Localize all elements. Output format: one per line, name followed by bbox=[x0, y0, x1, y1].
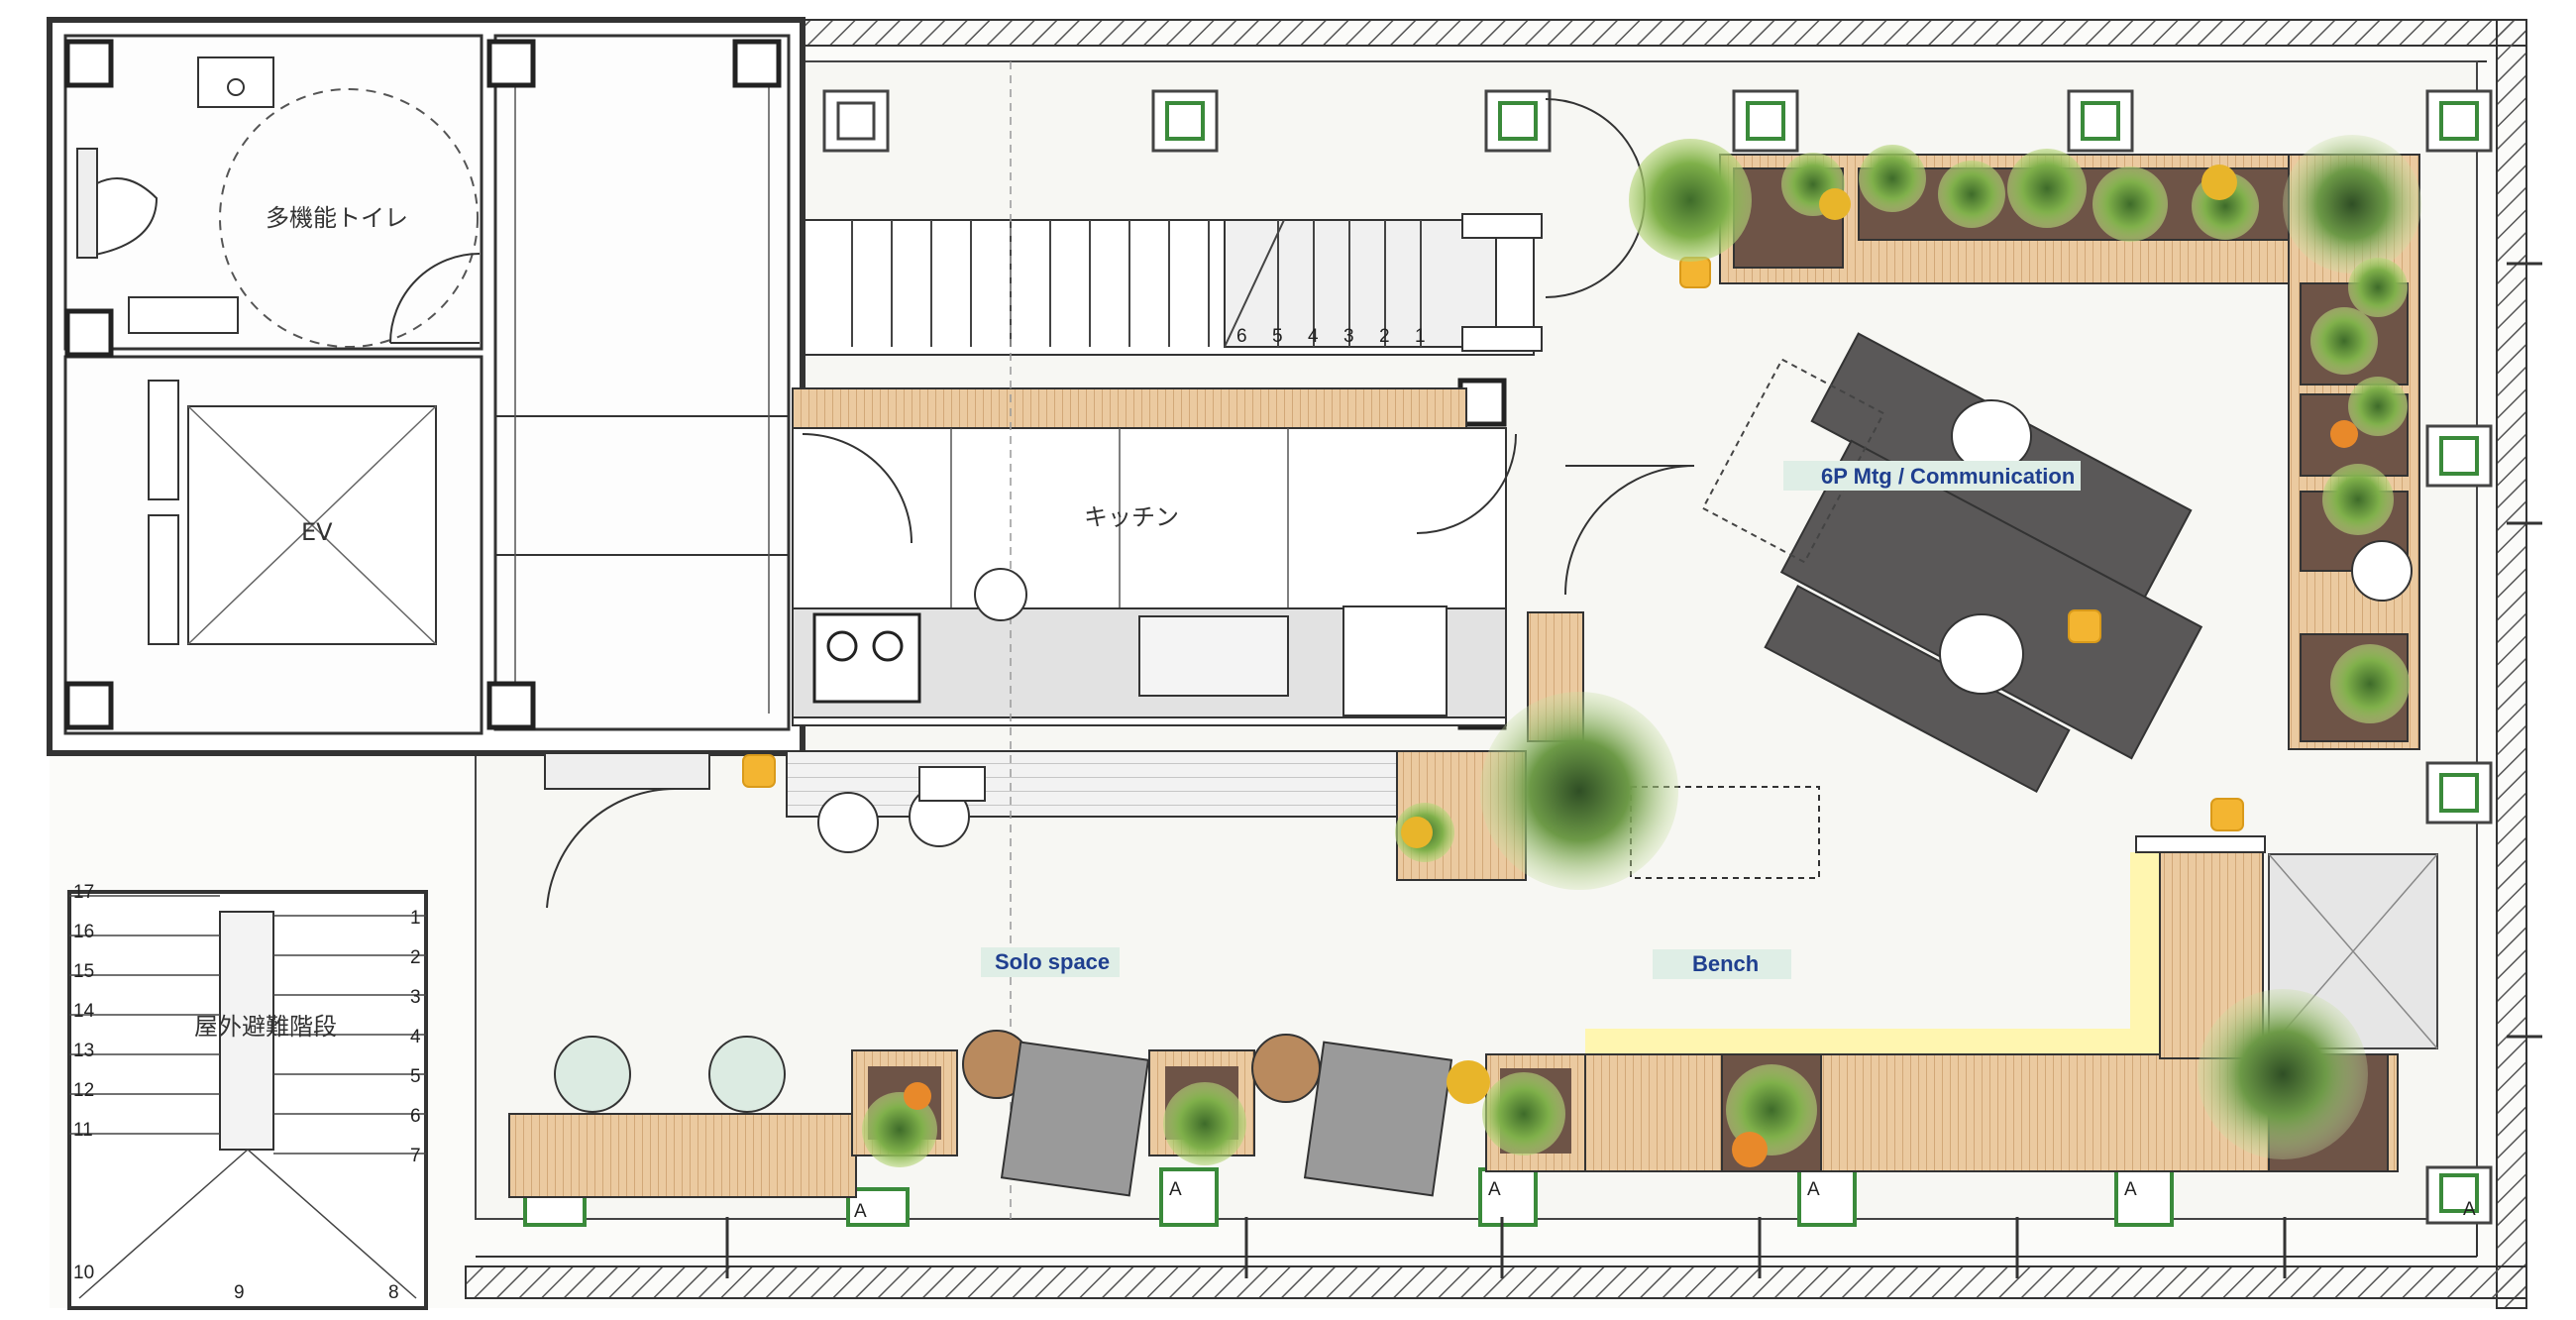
flower bbox=[2201, 165, 2237, 200]
plant bbox=[2348, 258, 2408, 317]
meeting-table: 6P Mtg / Communication bbox=[1701, 332, 2203, 794]
flower bbox=[1819, 188, 1851, 220]
stair-step-number: 4 bbox=[410, 1027, 421, 1047]
plant bbox=[1859, 145, 1926, 212]
column-mark: A bbox=[1488, 1179, 1501, 1200]
flower bbox=[904, 1082, 931, 1110]
tree bbox=[2283, 135, 2421, 274]
bench-label: Bench bbox=[1692, 951, 1759, 976]
stair-step-number: 1 bbox=[1415, 326, 1426, 347]
accessible-toilet: 多機能トイレ bbox=[76, 56, 481, 348]
stair-step-number: 6 bbox=[1236, 326, 1247, 347]
column-mark: A bbox=[854, 1201, 867, 1222]
stool bbox=[2068, 609, 2101, 643]
stool bbox=[742, 754, 776, 788]
flower bbox=[1732, 1132, 1768, 1167]
tree bbox=[1629, 139, 1752, 262]
stair-step-number: 7 bbox=[410, 1146, 421, 1166]
dimension-ticks bbox=[725, 262, 2542, 1278]
stair-step-number: 12 bbox=[73, 1080, 94, 1101]
outdoor-stair: 17 16 15 14 13 12 11 10 1 2 3 4 5 6 7 9 … bbox=[67, 882, 428, 1310]
solo-desk: Solo space bbox=[508, 947, 1453, 1198]
flower bbox=[2330, 420, 2358, 448]
plant bbox=[1482, 1072, 1565, 1155]
tree bbox=[2198, 989, 2368, 1159]
stair-step-number: 14 bbox=[73, 1001, 95, 1022]
stair-step-number: 2 bbox=[410, 947, 421, 968]
stair-step-number: 13 bbox=[73, 1041, 94, 1061]
elevator: EV bbox=[148, 380, 437, 645]
column-mark: A bbox=[2463, 1199, 2476, 1220]
window-frames bbox=[822, 89, 2493, 1225]
outer-wall bbox=[465, 19, 2527, 1309]
column-mark: A bbox=[1169, 1179, 1182, 1200]
door-swing bbox=[546, 787, 677, 909]
stair-step-number: 9 bbox=[234, 1282, 245, 1303]
stair-step-number: 6 bbox=[410, 1106, 421, 1127]
plant bbox=[1938, 161, 2005, 228]
stair-step-number: 8 bbox=[388, 1282, 399, 1303]
plant bbox=[1163, 1082, 1246, 1165]
stair-step-number: 5 bbox=[410, 1066, 421, 1087]
stair-step-number: 16 bbox=[73, 922, 94, 942]
elevator-label: EV bbox=[301, 518, 333, 546]
column-mark: A bbox=[2124, 1179, 2137, 1200]
counter-strip bbox=[786, 750, 1402, 818]
kitchen: キッチン bbox=[792, 387, 1517, 726]
stair-step-number: 2 bbox=[1379, 326, 1390, 347]
stair-step-number: 17 bbox=[73, 882, 94, 903]
stool bbox=[2210, 798, 2244, 831]
stairs-label: 屋外避難階段 bbox=[194, 1013, 337, 1041]
plant bbox=[2348, 377, 2408, 436]
toilet-label: 多機能トイレ bbox=[266, 204, 408, 232]
stair-step-number: 4 bbox=[1308, 326, 1319, 347]
column-mark: A bbox=[1807, 1179, 1820, 1200]
plant bbox=[2310, 307, 2378, 375]
flower bbox=[1447, 1060, 1490, 1104]
stair-step-number: 3 bbox=[1343, 326, 1354, 347]
stair-step-number: 15 bbox=[73, 961, 94, 982]
stool bbox=[1679, 257, 1711, 288]
upper-stair: 6 5 4 3 2 1 bbox=[804, 213, 1543, 356]
plants bbox=[862, 135, 2421, 1167]
kitchen-label: キッチン bbox=[1084, 503, 1179, 531]
plant bbox=[2093, 166, 2168, 242]
stair-step-number: 11 bbox=[73, 1120, 93, 1141]
stair-step-number: 1 bbox=[410, 908, 421, 929]
flower bbox=[1401, 817, 1433, 848]
stair-step-number: 3 bbox=[410, 987, 421, 1008]
stair-step-number: 10 bbox=[73, 1263, 94, 1283]
plant bbox=[2330, 644, 2410, 723]
plant bbox=[862, 1092, 937, 1167]
side-door-panel bbox=[544, 752, 710, 790]
solo-space-label: Solo space bbox=[995, 949, 1110, 974]
meeting-label: 6P Mtg / Communication bbox=[1821, 464, 2075, 489]
stair-step-number: 5 bbox=[1272, 326, 1283, 347]
tree bbox=[1480, 692, 1678, 890]
plant bbox=[2007, 149, 2087, 228]
plant bbox=[2322, 464, 2394, 535]
